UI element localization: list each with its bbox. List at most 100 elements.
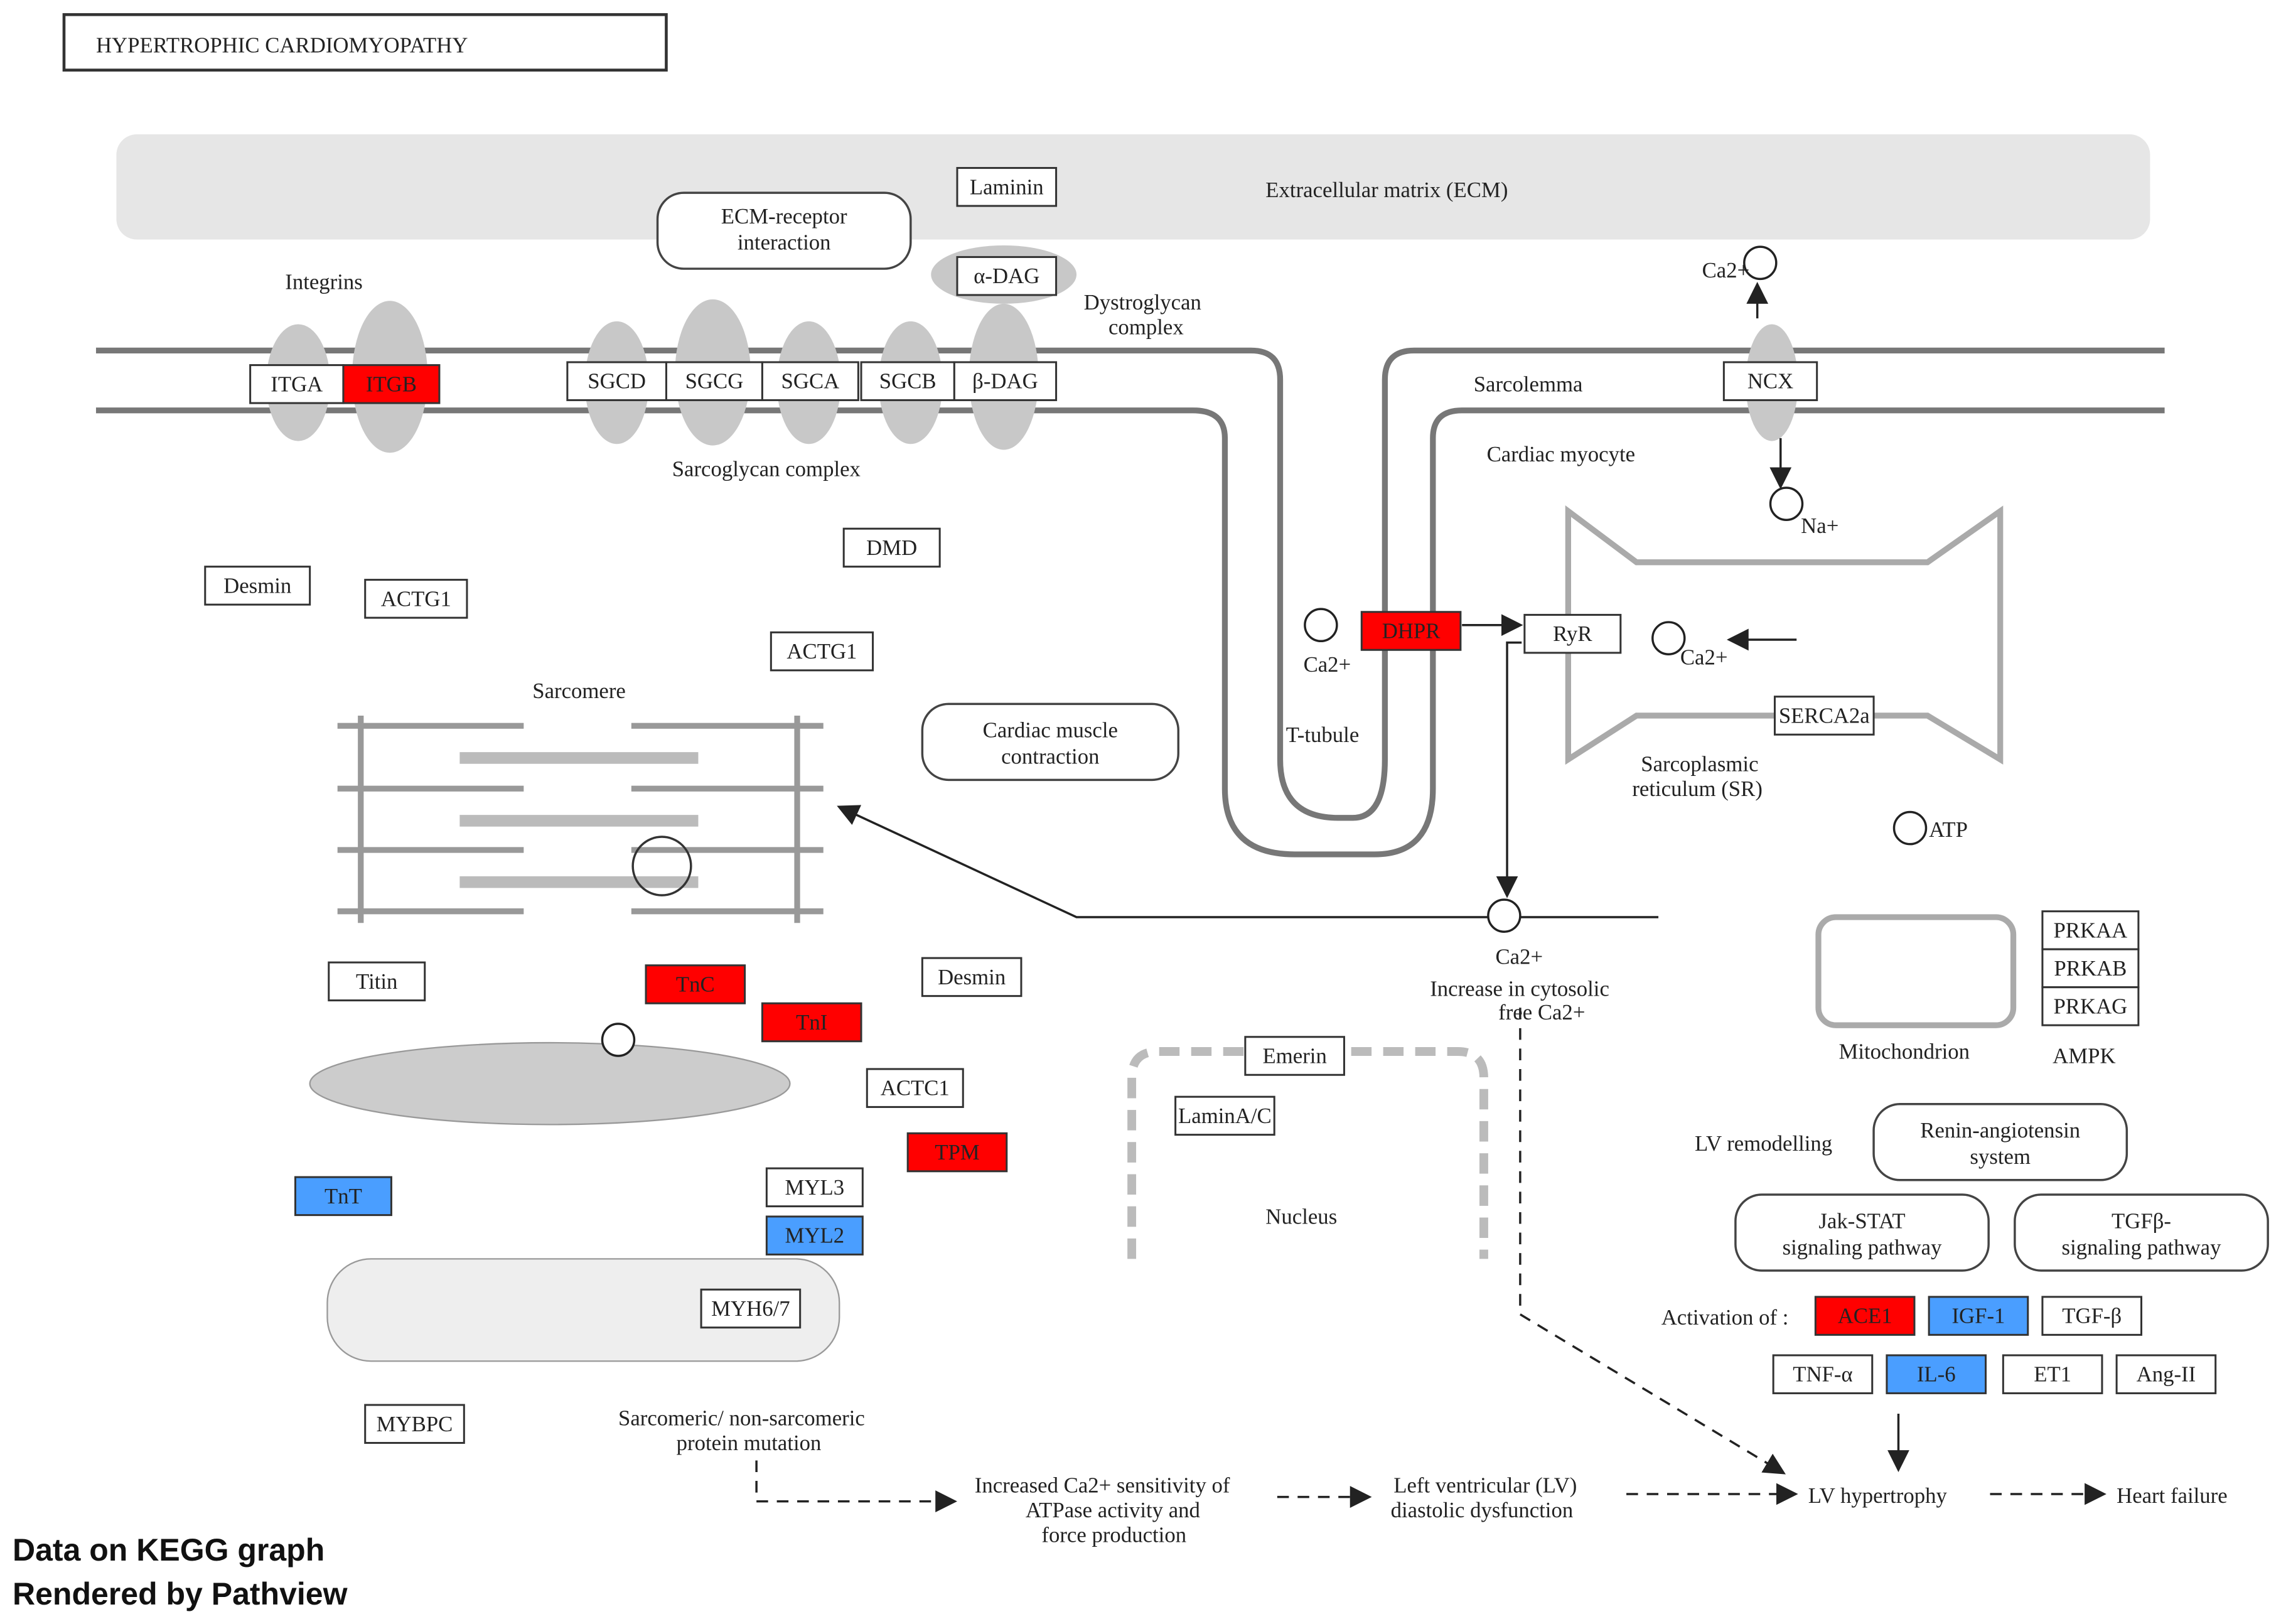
gene-node-tnf-[interactable]: TNF-α xyxy=(1772,1354,1874,1394)
svg-text:force production: force production xyxy=(1041,1523,1186,1547)
gene-node-dhpr[interactable]: DHPR xyxy=(1360,611,1462,651)
gene-node-tgf-[interactable]: TGF-β xyxy=(2041,1296,2143,1336)
svg-text:Emerin: Emerin xyxy=(1263,1043,1327,1068)
svg-text:interaction: interaction xyxy=(738,230,831,255)
svg-text:PRKAG: PRKAG xyxy=(2053,994,2127,1018)
sarcoplasmic-reticulum xyxy=(1565,505,2004,765)
gene-node-actc1[interactable]: ACTC1 xyxy=(866,1068,964,1108)
gene-node-dmd[interactable]: DMD xyxy=(842,527,941,568)
svg-text:LaminA/C: LaminA/C xyxy=(1178,1104,1272,1128)
gene-node-itga[interactable]: ITGA xyxy=(249,364,345,404)
pathway-cardiac-muscle-contraction[interactable]: Cardiac muscle contraction xyxy=(921,702,1179,782)
svg-text:DHPR: DHPR xyxy=(1382,618,1441,643)
gene-node-actg1[interactable]: ACTG1 xyxy=(770,631,874,672)
footer-line-1: Data on KEGG graph xyxy=(13,1532,325,1568)
gene-node-ang-ii[interactable]: Ang-II xyxy=(2115,1354,2217,1394)
gene-node-tpm[interactable]: TPM xyxy=(906,1132,1008,1173)
gene-node-myh6-7[interactable]: MYH6/7 xyxy=(700,1288,802,1329)
svg-text:Mitochondrion: Mitochondrion xyxy=(1838,1040,1970,1064)
mitochondrion xyxy=(1815,914,2017,1028)
gene-node-laminin[interactable]: Laminin xyxy=(956,167,1058,207)
ecm-compartment xyxy=(116,134,2150,240)
gene-node-sgcb[interactable]: SGCB xyxy=(860,361,955,401)
svg-text:β-DAG: β-DAG xyxy=(972,369,1038,394)
svg-text:Activation of :: Activation of : xyxy=(1661,1305,1789,1330)
svg-text:TnI: TnI xyxy=(796,1010,827,1035)
ecm-label: Extracellular matrix (ECM) xyxy=(1265,178,1508,202)
svg-text:Sarcoglycan complex: Sarcoglycan complex xyxy=(672,456,861,481)
gene-node-sgcd[interactable]: SGCD xyxy=(566,361,667,401)
svg-text:diastolic dysfunction: diastolic dysfunction xyxy=(1391,1498,1574,1522)
gene-node-actg1[interactable]: ACTG1 xyxy=(364,579,468,619)
svg-text:IGF-1: IGF-1 xyxy=(1951,1304,2005,1328)
gene-node-titin[interactable]: Titin xyxy=(328,961,426,1002)
svg-text:Ca2+: Ca2+ xyxy=(1495,944,1543,969)
svg-text:ITGA: ITGA xyxy=(271,372,323,396)
svg-text:TGF-β: TGF-β xyxy=(2062,1304,2122,1328)
gene-node-serca2a[interactable]: SERCA2a xyxy=(1773,696,1875,736)
gene-node-tni[interactable]: TnI xyxy=(761,1002,862,1043)
gene-node-myl3[interactable]: MYL3 xyxy=(765,1167,864,1208)
pathway-ecm-receptor[interactable]: ECM-receptor interaction xyxy=(656,191,912,270)
svg-text:ITGB: ITGB xyxy=(366,372,417,396)
sarcolemma-membrane xyxy=(95,347,2165,858)
svg-text:SGCB: SGCB xyxy=(879,369,937,394)
gene-node--dag[interactable]: β-DAG xyxy=(953,361,1058,401)
svg-text:Increased Ca2+ sensitivity of: Increased Ca2+ sensitivity of xyxy=(975,1473,1230,1498)
gene-node--dag[interactable]: α-DAG xyxy=(956,255,1058,296)
gene-node-desmin[interactable]: Desmin xyxy=(921,957,1022,998)
svg-text:Desmin: Desmin xyxy=(223,573,291,598)
gene-node-ace1[interactable]: ACE1 xyxy=(1814,1296,1916,1336)
thick-filament-graphic xyxy=(309,1041,840,1362)
svg-text:contraction: contraction xyxy=(1001,745,1099,769)
svg-text:free Ca2+: free Ca2+ xyxy=(1498,1000,1585,1024)
svg-text:Increase in cytosolic: Increase in cytosolic xyxy=(1430,977,1609,1001)
gene-node-prkab[interactable]: PRKAB xyxy=(2041,948,2140,989)
gene-node-prkag[interactable]: PRKAG xyxy=(2041,986,2140,1026)
gene-node-sgca[interactable]: SGCA xyxy=(761,361,859,401)
svg-text:Sarcomeric/ non-sarcomeric: Sarcomeric/ non-sarcomeric xyxy=(618,1406,865,1431)
gene-node-lamina-c[interactable]: LaminA/C xyxy=(1174,1095,1275,1136)
gene-node-tnt[interactable]: TnT xyxy=(294,1176,392,1217)
pathway-jak-stat[interactable]: Jak-STAT signaling pathway xyxy=(1734,1193,1990,1272)
svg-text:PRKAA: PRKAA xyxy=(2053,918,2127,942)
svg-text:NCX: NCX xyxy=(1747,369,1793,394)
svg-text:LV remodelling: LV remodelling xyxy=(1695,1131,1832,1156)
svg-text:Cardiac muscle: Cardiac muscle xyxy=(983,718,1118,743)
svg-text:reticulum (SR): reticulum (SR) xyxy=(1632,777,1763,801)
svg-text:Titin: Titin xyxy=(356,969,397,994)
svg-text:complex: complex xyxy=(1108,315,1184,340)
gene-node-sgcg[interactable]: SGCG xyxy=(665,361,763,401)
gene-node-emerin[interactable]: Emerin xyxy=(1244,1036,1345,1076)
svg-text:SGCA: SGCA xyxy=(781,369,840,394)
gene-node-igf-1[interactable]: IGF-1 xyxy=(1928,1296,2029,1336)
svg-text:Nucleus: Nucleus xyxy=(1265,1204,1337,1229)
gene-node-mybpc[interactable]: MYBPC xyxy=(364,1404,465,1444)
svg-text:TGFβ-: TGFβ- xyxy=(2112,1208,2171,1233)
gene-node-il-6[interactable]: IL-6 xyxy=(1886,1354,1987,1394)
gene-node-prkaa[interactable]: PRKAA xyxy=(2041,910,2140,950)
svg-text:AMPK: AMPK xyxy=(2053,1044,2115,1068)
gene-node-et1[interactable]: ET1 xyxy=(2002,1354,2103,1394)
svg-text:Sarcolemma: Sarcolemma xyxy=(1474,372,1583,396)
svg-text:ATPase activity and: ATPase activity and xyxy=(1026,1498,1200,1522)
gene-node-ryr[interactable]: RyR xyxy=(1523,613,1622,654)
svg-text:system: system xyxy=(1970,1144,2031,1169)
svg-text:ACTG1: ACTG1 xyxy=(786,639,857,664)
gene-node-desmin[interactable]: Desmin xyxy=(204,566,311,606)
svg-text:MYL3: MYL3 xyxy=(785,1175,845,1200)
gene-node-itgb[interactable]: ITGB xyxy=(342,364,441,404)
sarcomere-graphic xyxy=(337,715,824,923)
svg-text:Jak-STAT: Jak-STAT xyxy=(1818,1208,1905,1233)
pathway-renin-angiotensin[interactable]: Renin-angiotensin system xyxy=(1872,1103,2128,1181)
svg-text:TnC: TnC xyxy=(676,972,715,996)
svg-text:LV hypertrophy: LV hypertrophy xyxy=(1808,1483,1948,1508)
pathway-tgfb[interactable]: TGFβ- signaling pathway xyxy=(2014,1193,2269,1272)
gene-node-ncx[interactable]: NCX xyxy=(1722,361,1818,401)
gene-node-tnc[interactable]: TnC xyxy=(645,964,746,1004)
gene-node-myl2[interactable]: MYL2 xyxy=(765,1215,864,1256)
svg-text:ACTG1: ACTG1 xyxy=(381,586,451,611)
svg-text:ATP: ATP xyxy=(1929,817,1968,842)
